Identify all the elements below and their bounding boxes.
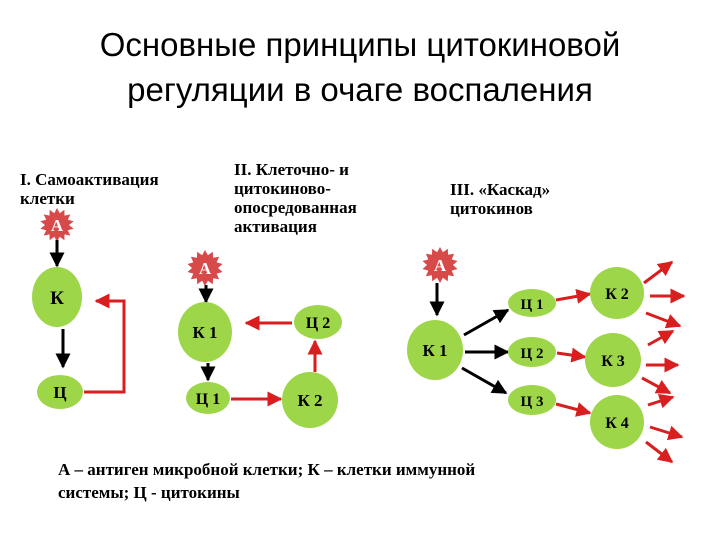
- node-k: К: [32, 267, 82, 327]
- section-2-line-3: опосредованная: [234, 198, 357, 217]
- node-k3-s3-label: К 3: [601, 353, 625, 370]
- node-k2-s2: К 2: [282, 372, 338, 428]
- section-2-heading: II. Клеточно- и цитокиново- опосредованн…: [234, 160, 357, 236]
- node-c2-s2: Ц 2: [294, 305, 342, 339]
- node-k3-s3: К 3: [585, 333, 641, 387]
- node-k1-s3-label: К 1: [422, 341, 447, 360]
- node-c3-s3-label: Ц 3: [521, 394, 544, 410]
- section-3-line-2: цитокинов: [450, 199, 533, 218]
- node-k4-s3: К 4: [590, 395, 644, 449]
- antigen-2-shape: [187, 250, 223, 286]
- antigen-3-shape: [422, 247, 458, 283]
- node-k1-s2-label: К 1: [192, 323, 217, 342]
- node-k2-s3: К 2: [590, 267, 644, 319]
- node-c1-s3: Ц 1: [508, 289, 556, 317]
- antigen-1: А: [40, 208, 74, 242]
- legend: А – антиген микробной клетки; К – клетки…: [58, 458, 475, 504]
- out-arrow-3: [645, 311, 682, 329]
- out-arrow-4: [647, 329, 675, 347]
- title-line-1: Основные принципы цитокиновой: [99, 26, 621, 63]
- title-line-2: регуляции в очаге воспаления: [127, 71, 593, 108]
- node-c: Ц: [37, 375, 83, 409]
- node-c3-s3: Ц 3: [508, 385, 556, 415]
- section-1-line-2: клетки: [20, 189, 75, 208]
- slide-title: Основные принципы цитокиновой регуляции …: [0, 22, 720, 112]
- antigen-3-label: А: [434, 256, 447, 275]
- out-arrow-8: [649, 425, 684, 441]
- antigen-2: А: [187, 250, 223, 286]
- section-3-heading: III. «Каскад» цитокинов: [450, 180, 550, 218]
- node-k1-s3: К 1: [407, 320, 463, 380]
- section-2-line-4: активация: [234, 217, 317, 236]
- section-2-line-2: цитокиново-: [234, 179, 331, 198]
- node-c-label: Ц: [53, 383, 66, 402]
- legend-line-2: системы; Ц - цитокины: [58, 483, 240, 502]
- legend-line-1: А – антиген микробной клетки; К – клетки…: [58, 460, 476, 479]
- out-arrow-7: [647, 393, 675, 409]
- arrow-c1-k2-s3: [555, 288, 592, 304]
- node-c2-s3-label: Ц 2: [521, 346, 544, 362]
- node-c1-s3-label: Ц 1: [521, 297, 544, 313]
- node-c1-s2-label: Ц 1: [196, 391, 220, 408]
- section-2-line-1: II. Клеточно- и: [234, 160, 349, 179]
- arrow-k1-c1-s3: [463, 308, 510, 337]
- antigen-1-label: А: [51, 216, 64, 235]
- node-k2-s3-label: К 2: [605, 286, 629, 303]
- out-arrow-1: [643, 260, 674, 285]
- node-c2-s3: Ц 2: [508, 337, 556, 367]
- node-c1-s2: Ц 1: [186, 382, 230, 414]
- arrow-c3-k4-s3: [555, 402, 592, 417]
- antigen-3: А: [422, 247, 458, 283]
- out-arrow-6: [641, 376, 672, 395]
- node-k-label: К: [50, 288, 64, 309]
- node-k1-s2: К 1: [178, 302, 232, 362]
- arrow-k1-c3-s3: [461, 366, 508, 395]
- out-arrow-9: [645, 440, 674, 464]
- arrow-c2-k3-s3: [556, 347, 587, 363]
- node-k2-s2-label: К 2: [297, 391, 322, 410]
- node-k4-s3-label: К 4: [605, 415, 629, 432]
- feedback-arrow-c-k: [84, 293, 126, 394]
- section-1-line-1: I. Самоактивация: [20, 170, 159, 189]
- section-3-line-1: III. «Каскад»: [450, 180, 551, 199]
- section-1-heading: I. Самоактивация клетки: [20, 170, 159, 208]
- antigen-1-shape: [40, 208, 74, 242]
- node-c2-s2-label: Ц 2: [306, 315, 330, 332]
- antigen-2-label: А: [199, 259, 212, 278]
